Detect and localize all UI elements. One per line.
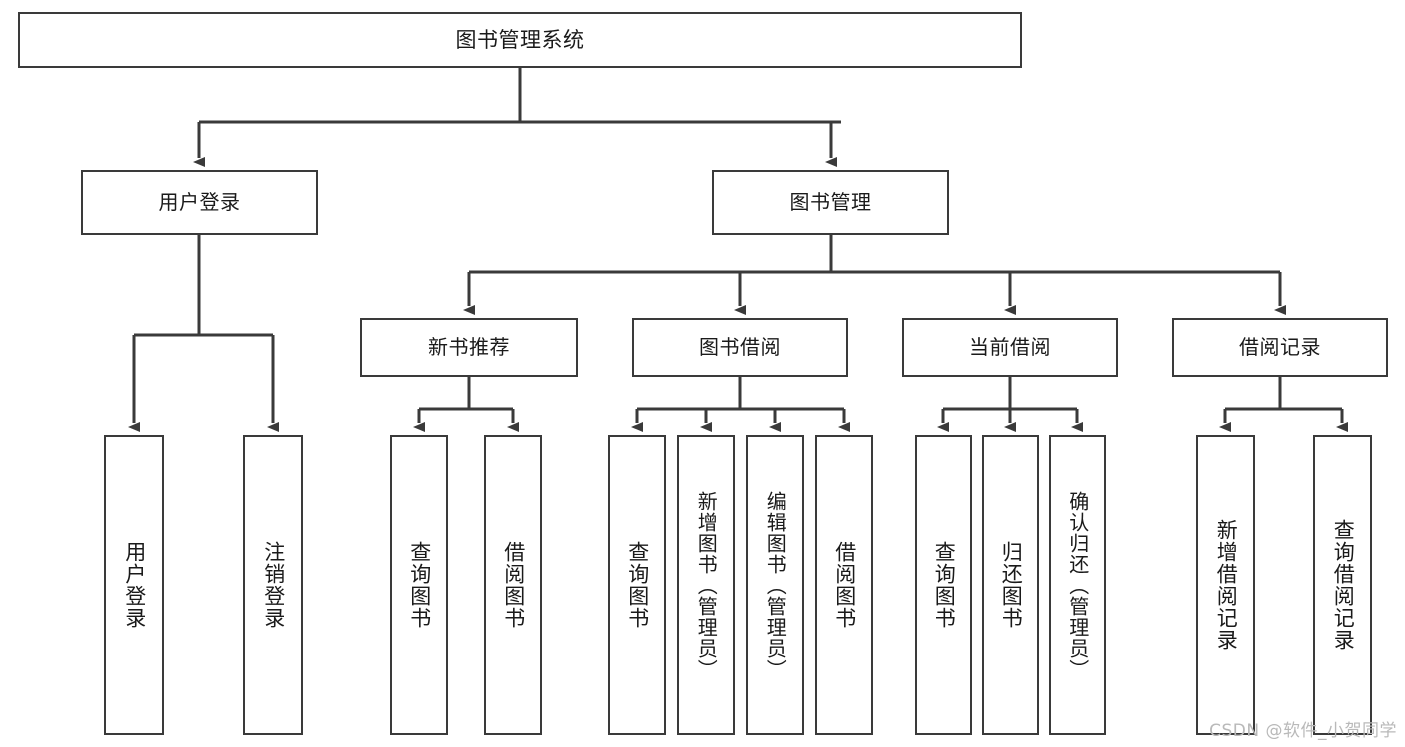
node-label: 图书借阅 — [699, 334, 781, 359]
node-label: 新增借阅记录 — [1214, 519, 1239, 651]
node-label: 查询图书 — [932, 541, 957, 629]
node-label: 借阅图书 — [832, 541, 857, 629]
node-label: 图书管理 — [789, 189, 872, 214]
node-book-borrow[interactable]: 图书借阅 — [632, 318, 848, 377]
node-label: 用户登录 — [158, 189, 241, 214]
node-label: 归还图书 — [999, 541, 1024, 629]
leaf-borrow-book[interactable]: 借阅图书 — [815, 435, 873, 735]
leaf-edit-book-admin[interactable]: 编辑图书（管理员） — [746, 435, 804, 735]
node-label: 查询图书 — [407, 541, 432, 629]
leaf-return-book[interactable]: 归还图书 — [982, 435, 1039, 735]
node-label: 查询图书 — [625, 541, 650, 629]
leaf-user-login[interactable]: 用户登录 — [104, 435, 164, 735]
node-label: 用户登录 — [122, 541, 147, 629]
leaf-confirm-return-admin[interactable]: 确认归还（管理员） — [1049, 435, 1106, 735]
leaf-current-query-book[interactable]: 查询图书 — [915, 435, 972, 735]
node-label: 借阅图书 — [501, 541, 526, 629]
node-borrow-record[interactable]: 借阅记录 — [1172, 318, 1388, 377]
node-current-borrow[interactable]: 当前借阅 — [902, 318, 1118, 377]
node-book-management[interactable]: 图书管理 — [712, 170, 949, 235]
node-label: 编辑图书（管理员） — [763, 490, 788, 680]
node-label: 查询借阅记录 — [1331, 519, 1356, 651]
leaf-user-logout[interactable]: 注销登录 — [243, 435, 303, 735]
node-root-system[interactable]: 图书管理系统 — [18, 12, 1022, 68]
leaf-query-borrow-record[interactable]: 查询借阅记录 — [1313, 435, 1372, 735]
node-label: 借阅记录 — [1239, 334, 1321, 359]
node-label: 当前借阅 — [969, 334, 1051, 359]
node-label: 图书管理系统 — [455, 27, 585, 52]
node-new-book-recommend[interactable]: 新书推荐 — [360, 318, 578, 377]
node-label: 新增图书（管理员） — [694, 490, 719, 680]
csdn-watermark: CSDN @软件_小贺同学 — [1209, 721, 1397, 741]
node-user-login[interactable]: 用户登录 — [81, 170, 318, 235]
node-label: 注销登录 — [261, 541, 286, 629]
leaf-new-book-borrow[interactable]: 借阅图书 — [484, 435, 542, 735]
leaf-borrow-query-book[interactable]: 查询图书 — [608, 435, 666, 735]
leaf-add-borrow-record[interactable]: 新增借阅记录 — [1196, 435, 1255, 735]
leaf-new-book-query[interactable]: 查询图书 — [390, 435, 448, 735]
leaf-add-book-admin[interactable]: 新增图书（管理员） — [677, 435, 735, 735]
node-label: 新书推荐 — [428, 334, 510, 359]
node-label: 确认归还（管理员） — [1065, 490, 1090, 680]
